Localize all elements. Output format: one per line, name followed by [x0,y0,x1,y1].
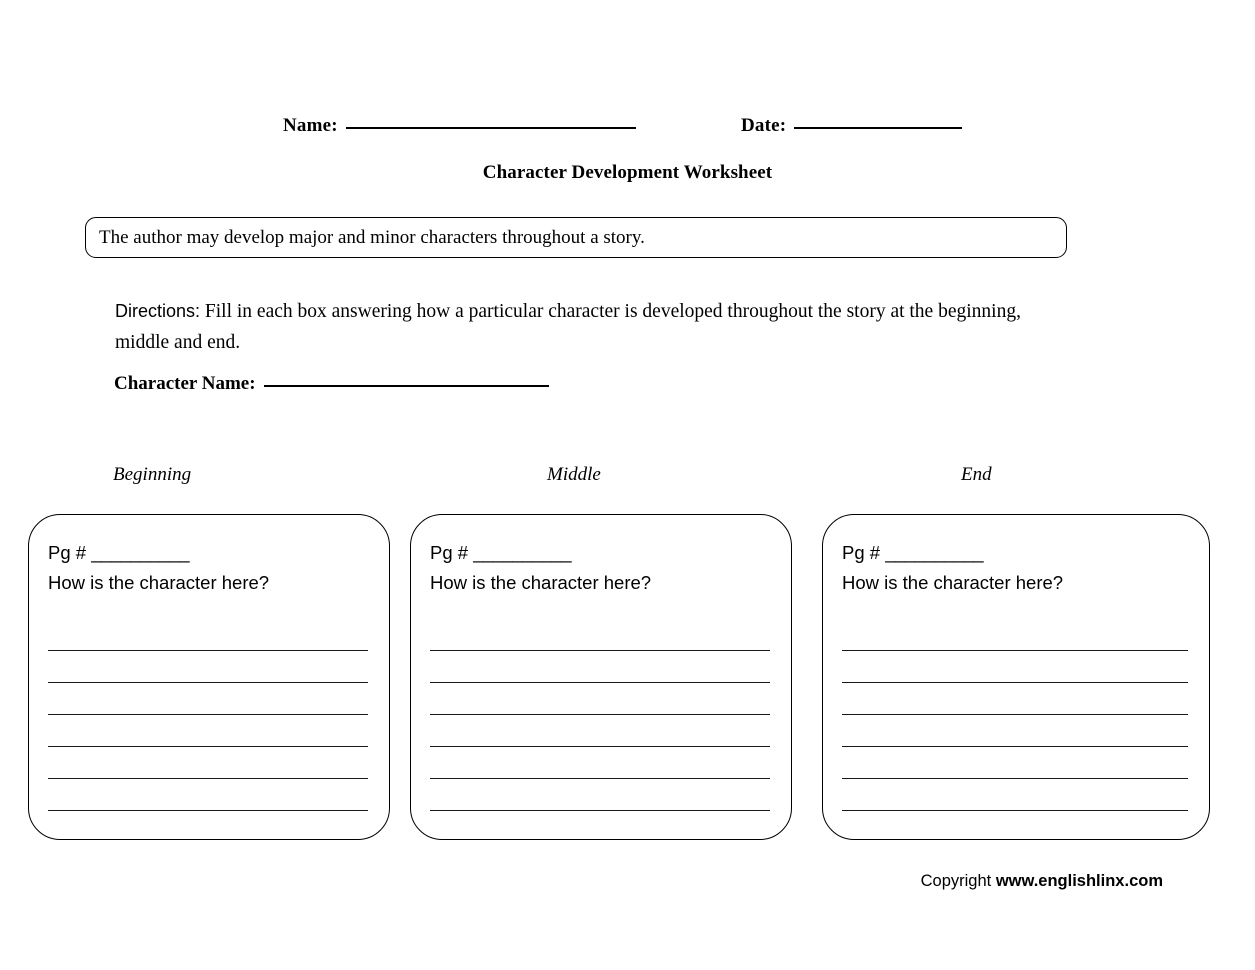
answer-box-beginning[interactable]: Pg # __________ How is the character her… [28,514,390,840]
date-field-group: Date: [741,114,963,138]
page-number-line-beginning: Pg # __________ [48,538,389,568]
writing-line[interactable] [842,715,1188,747]
writing-line[interactable] [842,747,1188,779]
name-input-blank[interactable] [345,127,636,129]
page-title: Character Development Worksheet [482,162,773,183]
pg-label-beginning: Pg # [48,542,87,563]
writing-lines-beginning[interactable] [48,619,368,811]
copyright-prefix: Copyright [920,872,996,890]
writing-line[interactable] [48,747,368,779]
answer-box-middle[interactable]: Pg # __________ How is the character her… [410,514,792,840]
writing-line[interactable] [842,683,1188,715]
character-name-group: Character Name: [114,373,549,395]
page-number-line-end: Pg # __________ [842,538,1209,568]
name-label: Name: [283,115,338,136]
pg-label-end: Pg # [842,542,881,563]
writing-line[interactable] [48,683,368,715]
answer-box-end-head: Pg # __________ How is the character her… [823,515,1209,598]
question-end: How is the character here? [842,572,1064,593]
character-name-input-blank[interactable] [263,385,549,387]
pg-blank-middle[interactable]: __________ [473,542,572,563]
character-name-label: Character Name: [114,373,256,394]
writing-lines-middle[interactable] [430,619,770,811]
writing-line[interactable] [430,747,770,779]
directions-text: Fill in each box answering how a particu… [115,301,1021,353]
writing-line[interactable] [48,619,368,651]
student-info-row: Name: Date: [283,114,1003,144]
statement-box: The author may develop major and minor c… [85,217,1067,258]
writing-line[interactable] [842,779,1188,811]
question-middle: How is the character here? [430,572,652,593]
copyright-notice: Copyright www.englishlinx.com [921,870,1163,892]
pg-label-middle: Pg # [430,542,469,563]
writing-line[interactable] [48,651,368,683]
writing-line[interactable] [48,715,368,747]
writing-line[interactable] [430,619,770,651]
pg-blank-beginning[interactable]: __________ [91,542,190,563]
directions-label: Directions: [115,301,201,321]
writing-line[interactable] [48,779,368,811]
copyright-site: www.englishlinx.com [995,872,1163,890]
writing-line[interactable] [842,619,1188,651]
writing-line[interactable] [430,651,770,683]
writing-line[interactable] [430,683,770,715]
writing-line[interactable] [842,651,1188,683]
date-label: Date: [741,115,787,136]
page-number-line-middle: Pg # __________ [430,538,791,568]
writing-lines-end[interactable] [842,619,1188,811]
answer-box-middle-head: Pg # __________ How is the character her… [411,515,791,598]
writing-line[interactable] [430,779,770,811]
column-caption-middle: Middle [547,464,601,485]
column-caption-end: End [961,464,992,485]
answer-box-end[interactable]: Pg # __________ How is the character her… [822,514,1210,840]
name-field-group: Name: [283,114,636,138]
question-beginning: How is the character here? [48,572,270,593]
date-input-blank[interactable] [794,127,963,129]
directions-paragraph: Directions: Fill in each box answering h… [115,296,1060,358]
pg-blank-end[interactable]: __________ [885,542,984,563]
writing-line[interactable] [430,715,770,747]
column-caption-beginning: Beginning [113,464,192,485]
answer-box-beginning-head: Pg # __________ How is the character her… [29,515,389,598]
statement-text: The author may develop major and minor c… [99,226,645,248]
